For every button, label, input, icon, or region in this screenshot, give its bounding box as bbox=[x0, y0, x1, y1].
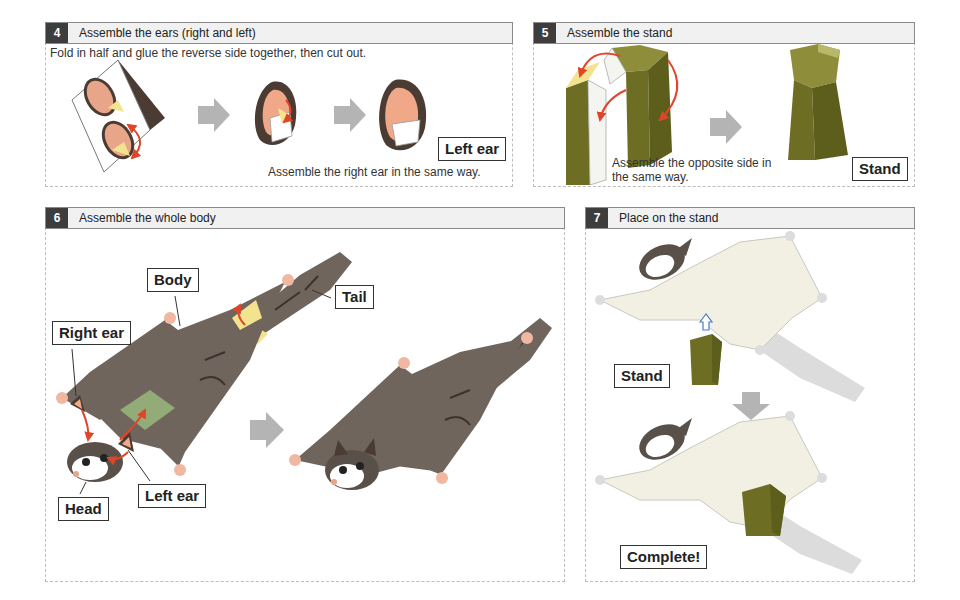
note-text: Assemble the opposite side in the same w… bbox=[612, 156, 782, 184]
ear-finished bbox=[379, 80, 426, 151]
step-arrow bbox=[732, 392, 770, 420]
part-label: Complete! bbox=[620, 545, 707, 569]
part-label-text: Right ear bbox=[59, 324, 124, 341]
part-label-text: Body bbox=[154, 271, 192, 288]
part-label: Stand bbox=[852, 157, 908, 181]
part-label: Left ear bbox=[138, 484, 206, 508]
step-title: Place on the stand bbox=[619, 208, 718, 228]
step-title: Assemble the stand bbox=[567, 23, 672, 43]
step-panel: 6 Assemble the whole bodyBodyTailRight ea… bbox=[45, 207, 565, 582]
part-label: Left ear bbox=[438, 137, 506, 161]
step-title: Assemble the whole body bbox=[79, 208, 216, 228]
squirrel-complete bbox=[595, 411, 862, 574]
part-label: Stand bbox=[614, 364, 670, 388]
part-label: Head bbox=[58, 497, 109, 521]
squirrel-underside bbox=[595, 231, 865, 402]
step-header: 4 Assemble the ears (right and left) bbox=[45, 22, 513, 44]
step-number: 5 bbox=[534, 23, 556, 43]
part-label-text: Left ear bbox=[145, 487, 199, 504]
part-label-text: Stand bbox=[859, 160, 901, 177]
step-panel: 7 Place on the standStandComplete! bbox=[585, 207, 915, 582]
part-label: Right ear bbox=[52, 321, 131, 345]
part-label-text: Stand bbox=[621, 367, 663, 384]
part-label-text: Head bbox=[65, 500, 102, 517]
step-number: 4 bbox=[46, 23, 68, 43]
ear-sheet bbox=[72, 60, 165, 172]
part-label-text: Tail bbox=[342, 288, 367, 305]
note-text: Fold in half and glue the reverse side t… bbox=[50, 46, 510, 60]
part-label: Body bbox=[147, 268, 199, 292]
step-header: 7 Place on the stand bbox=[585, 207, 915, 229]
step-arrow bbox=[334, 98, 366, 132]
step-title: Assemble the ears (right and left) bbox=[79, 23, 256, 43]
part-label-text: Complete! bbox=[627, 548, 700, 565]
part-label-text: Left ear bbox=[445, 140, 499, 157]
step-arrow bbox=[250, 412, 284, 448]
step-number: 6 bbox=[46, 208, 68, 228]
step-arrow bbox=[710, 110, 742, 144]
stand-finished bbox=[788, 44, 848, 160]
step-number: 7 bbox=[586, 208, 608, 228]
step-header: 6 Assemble the whole body bbox=[45, 207, 565, 229]
part-label: Tail bbox=[335, 285, 374, 309]
squirrel-assembled bbox=[289, 318, 552, 490]
note-text: Assemble the right ear in the same way. bbox=[268, 165, 508, 179]
step-arrow bbox=[198, 98, 230, 132]
squirrel-parts bbox=[56, 252, 352, 482]
step-header: 5 Assemble the stand bbox=[533, 22, 915, 44]
ear-half bbox=[255, 82, 296, 145]
